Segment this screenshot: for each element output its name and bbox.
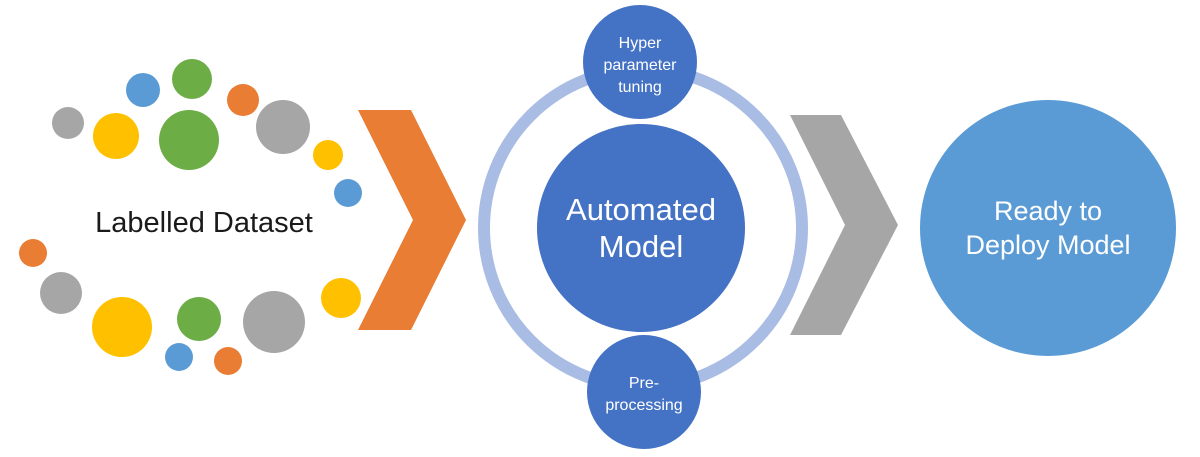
dataset-dot xyxy=(165,343,193,371)
labelled-dataset-label: Labelled Dataset xyxy=(95,207,313,239)
dataset-dot xyxy=(214,347,242,375)
ready-to-deploy-model-circle xyxy=(920,100,1176,356)
dataset-dot xyxy=(334,179,362,207)
labelled-dataset-dot-cluster xyxy=(19,59,362,375)
chevron-model-to-deploy-icon xyxy=(790,115,898,335)
dataset-dot xyxy=(52,107,84,139)
pre-processing-circle xyxy=(587,335,701,449)
dataset-dot xyxy=(172,59,212,99)
hyperparameter-tuning-circle xyxy=(583,5,697,119)
dataset-dot xyxy=(159,110,219,170)
pre-processing-label-line1: Pre- xyxy=(629,375,659,392)
hyperparameter-tuning-label-line3: tuning xyxy=(618,79,662,96)
dataset-dot xyxy=(126,73,160,107)
dataset-dot xyxy=(177,297,221,341)
dataset-dot xyxy=(313,140,343,170)
dataset-dot xyxy=(93,113,139,159)
dataset-dot xyxy=(92,297,152,357)
ready-to-deploy-label-line1: Ready to xyxy=(994,196,1102,226)
automated-model-label-line2: Model xyxy=(599,229,683,264)
dataset-dot xyxy=(243,291,305,353)
dataset-dot xyxy=(256,100,310,154)
ready-to-deploy-label-line2: Deploy Model xyxy=(965,230,1130,260)
dataset-dot xyxy=(227,84,259,116)
automated-model-label-line1: Automated xyxy=(566,192,716,227)
hyperparameter-tuning-label-line1: Hyper xyxy=(619,35,662,52)
pre-processing-label-line2: processing xyxy=(605,397,682,414)
hyperparameter-tuning-label-line2: parameter xyxy=(604,57,678,74)
dataset-dot xyxy=(40,272,82,314)
automated-model-circle xyxy=(537,124,745,332)
chevron-dataset-to-model-icon xyxy=(358,110,466,330)
dataset-dot xyxy=(321,278,361,318)
dataset-dot xyxy=(19,239,47,267)
